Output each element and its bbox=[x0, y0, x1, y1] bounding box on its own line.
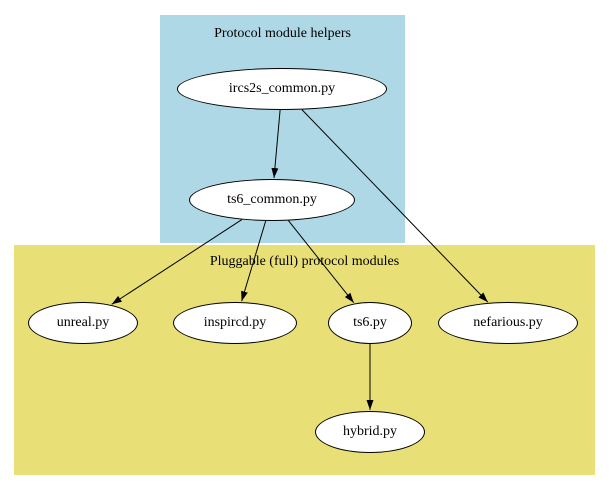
node-inspircd: inspircd.py bbox=[173, 302, 297, 344]
node-hybrid-label: hybrid.py bbox=[342, 424, 398, 439]
node-unreal-label: unreal.py bbox=[56, 315, 110, 330]
cluster-pluggable-protocol-modules-label: Pluggable (full) protocol modules bbox=[209, 254, 400, 269]
node-nefarious-label: nefarious.py bbox=[473, 315, 543, 330]
node-ts6-common-label: ts6_common.py bbox=[227, 192, 317, 207]
cluster-pluggable-protocol-modules: Pluggable (full) protocol modules bbox=[14, 245, 595, 475]
node-ircs2s-common: ircs2s_common.py bbox=[177, 68, 387, 110]
node-nefarious: nefarious.py bbox=[438, 302, 578, 344]
node-ircs2s-common-label: ircs2s_common.py bbox=[228, 81, 336, 96]
node-unreal: unreal.py bbox=[28, 302, 138, 344]
node-ts6-label: ts6.py bbox=[353, 315, 387, 330]
node-ts6: ts6.py bbox=[328, 302, 412, 344]
node-inspircd-label: inspircd.py bbox=[203, 315, 267, 330]
cluster-protocol-module-helpers-label: Protocol module helpers bbox=[214, 26, 351, 41]
node-hybrid: hybrid.py bbox=[315, 411, 425, 453]
node-ts6-common: ts6_common.py bbox=[189, 179, 355, 221]
